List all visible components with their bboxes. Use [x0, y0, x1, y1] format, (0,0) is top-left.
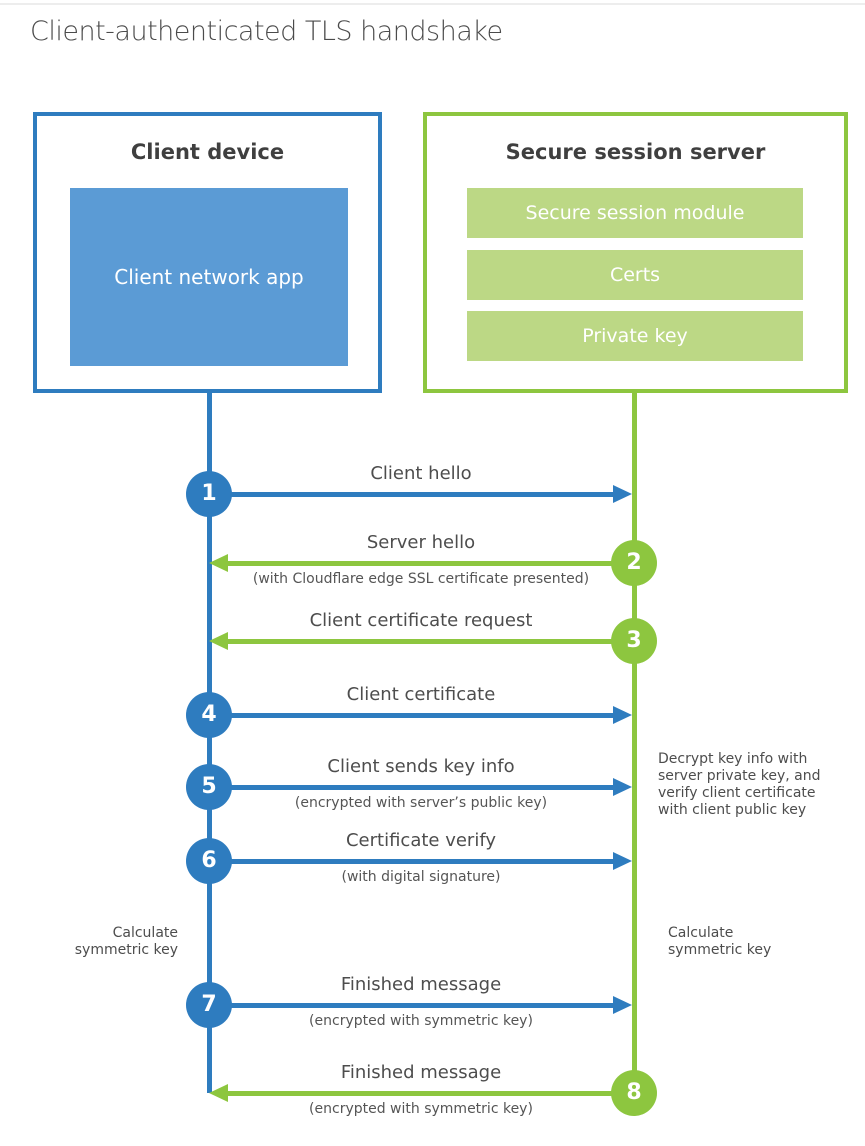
step-7-label: Finished message [340, 974, 502, 995]
step-3-badge: 3 [611, 618, 657, 664]
step-6-badge: 6 [186, 838, 232, 884]
page-title: Client-authenticated TLS handshake [30, 16, 503, 47]
step-1-badge: 1 [186, 471, 232, 517]
secure-session-server-box: Secure session server Secure session mod… [423, 112, 848, 393]
step-4-label: Client certificate [346, 684, 496, 705]
step-2-label: Server hello [366, 532, 476, 553]
step-1-label: Client hello [370, 463, 472, 484]
arrow-right-step-4 [209, 706, 632, 724]
arrow-left-step-2 [209, 554, 632, 572]
secure-session-server-title: Secure session server [505, 140, 766, 164]
server-lifeline [632, 391, 637, 1093]
arrow-right-step-7 [209, 996, 632, 1014]
arrow-right-step-1 [209, 485, 632, 503]
step-7-badge: 7 [186, 982, 232, 1028]
top-divider [0, 3, 865, 5]
step-2-sublabel: (with Cloudflare edge SSL certificate pr… [252, 571, 590, 587]
step-8-badge: 8 [611, 1070, 657, 1116]
step-6-label: Certificate verify [345, 830, 497, 851]
client-device-box: Client device Client network app [33, 112, 382, 393]
server-component-certs: Certs [467, 250, 803, 300]
step-7-sublabel: (encrypted with symmetric key) [309, 1013, 533, 1029]
client-lifeline [207, 391, 212, 1093]
server-component-private-key: Private key [467, 311, 803, 361]
step-8-sublabel: (encrypted with symmetric key) [309, 1101, 533, 1117]
step-2-badge: 2 [611, 540, 657, 586]
step-3-label: Client certificate request [309, 610, 533, 631]
step-6-sublabel: (with digital signature) [341, 869, 501, 885]
arrow-right-step-6 [209, 852, 632, 870]
client-network-app-label: Client network app [114, 264, 304, 289]
arrow-left-step-3 [209, 632, 632, 650]
step-8-label: Finished message [340, 1062, 502, 1083]
client-network-app-box: Client network app [70, 188, 348, 366]
client-device-title: Client device [130, 140, 285, 164]
arrow-right-step-5 [209, 778, 632, 796]
note-calculate-symmetric-key-server: Calculate symmetric key [668, 925, 772, 959]
server-component-secure-session-module: Secure session module [467, 188, 803, 238]
note-calculate-symmetric-key-client: Calculate symmetric key [74, 925, 178, 959]
step-5-sublabel: (encrypted with server’s public key) [294, 795, 548, 811]
arrow-left-step-8 [209, 1084, 632, 1102]
note-decrypt-key-info: Decrypt key info with server private key… [658, 751, 821, 819]
step-4-badge: 4 [186, 692, 232, 738]
step-5-label: Client sends key info [327, 756, 515, 777]
step-5-badge: 5 [186, 764, 232, 810]
